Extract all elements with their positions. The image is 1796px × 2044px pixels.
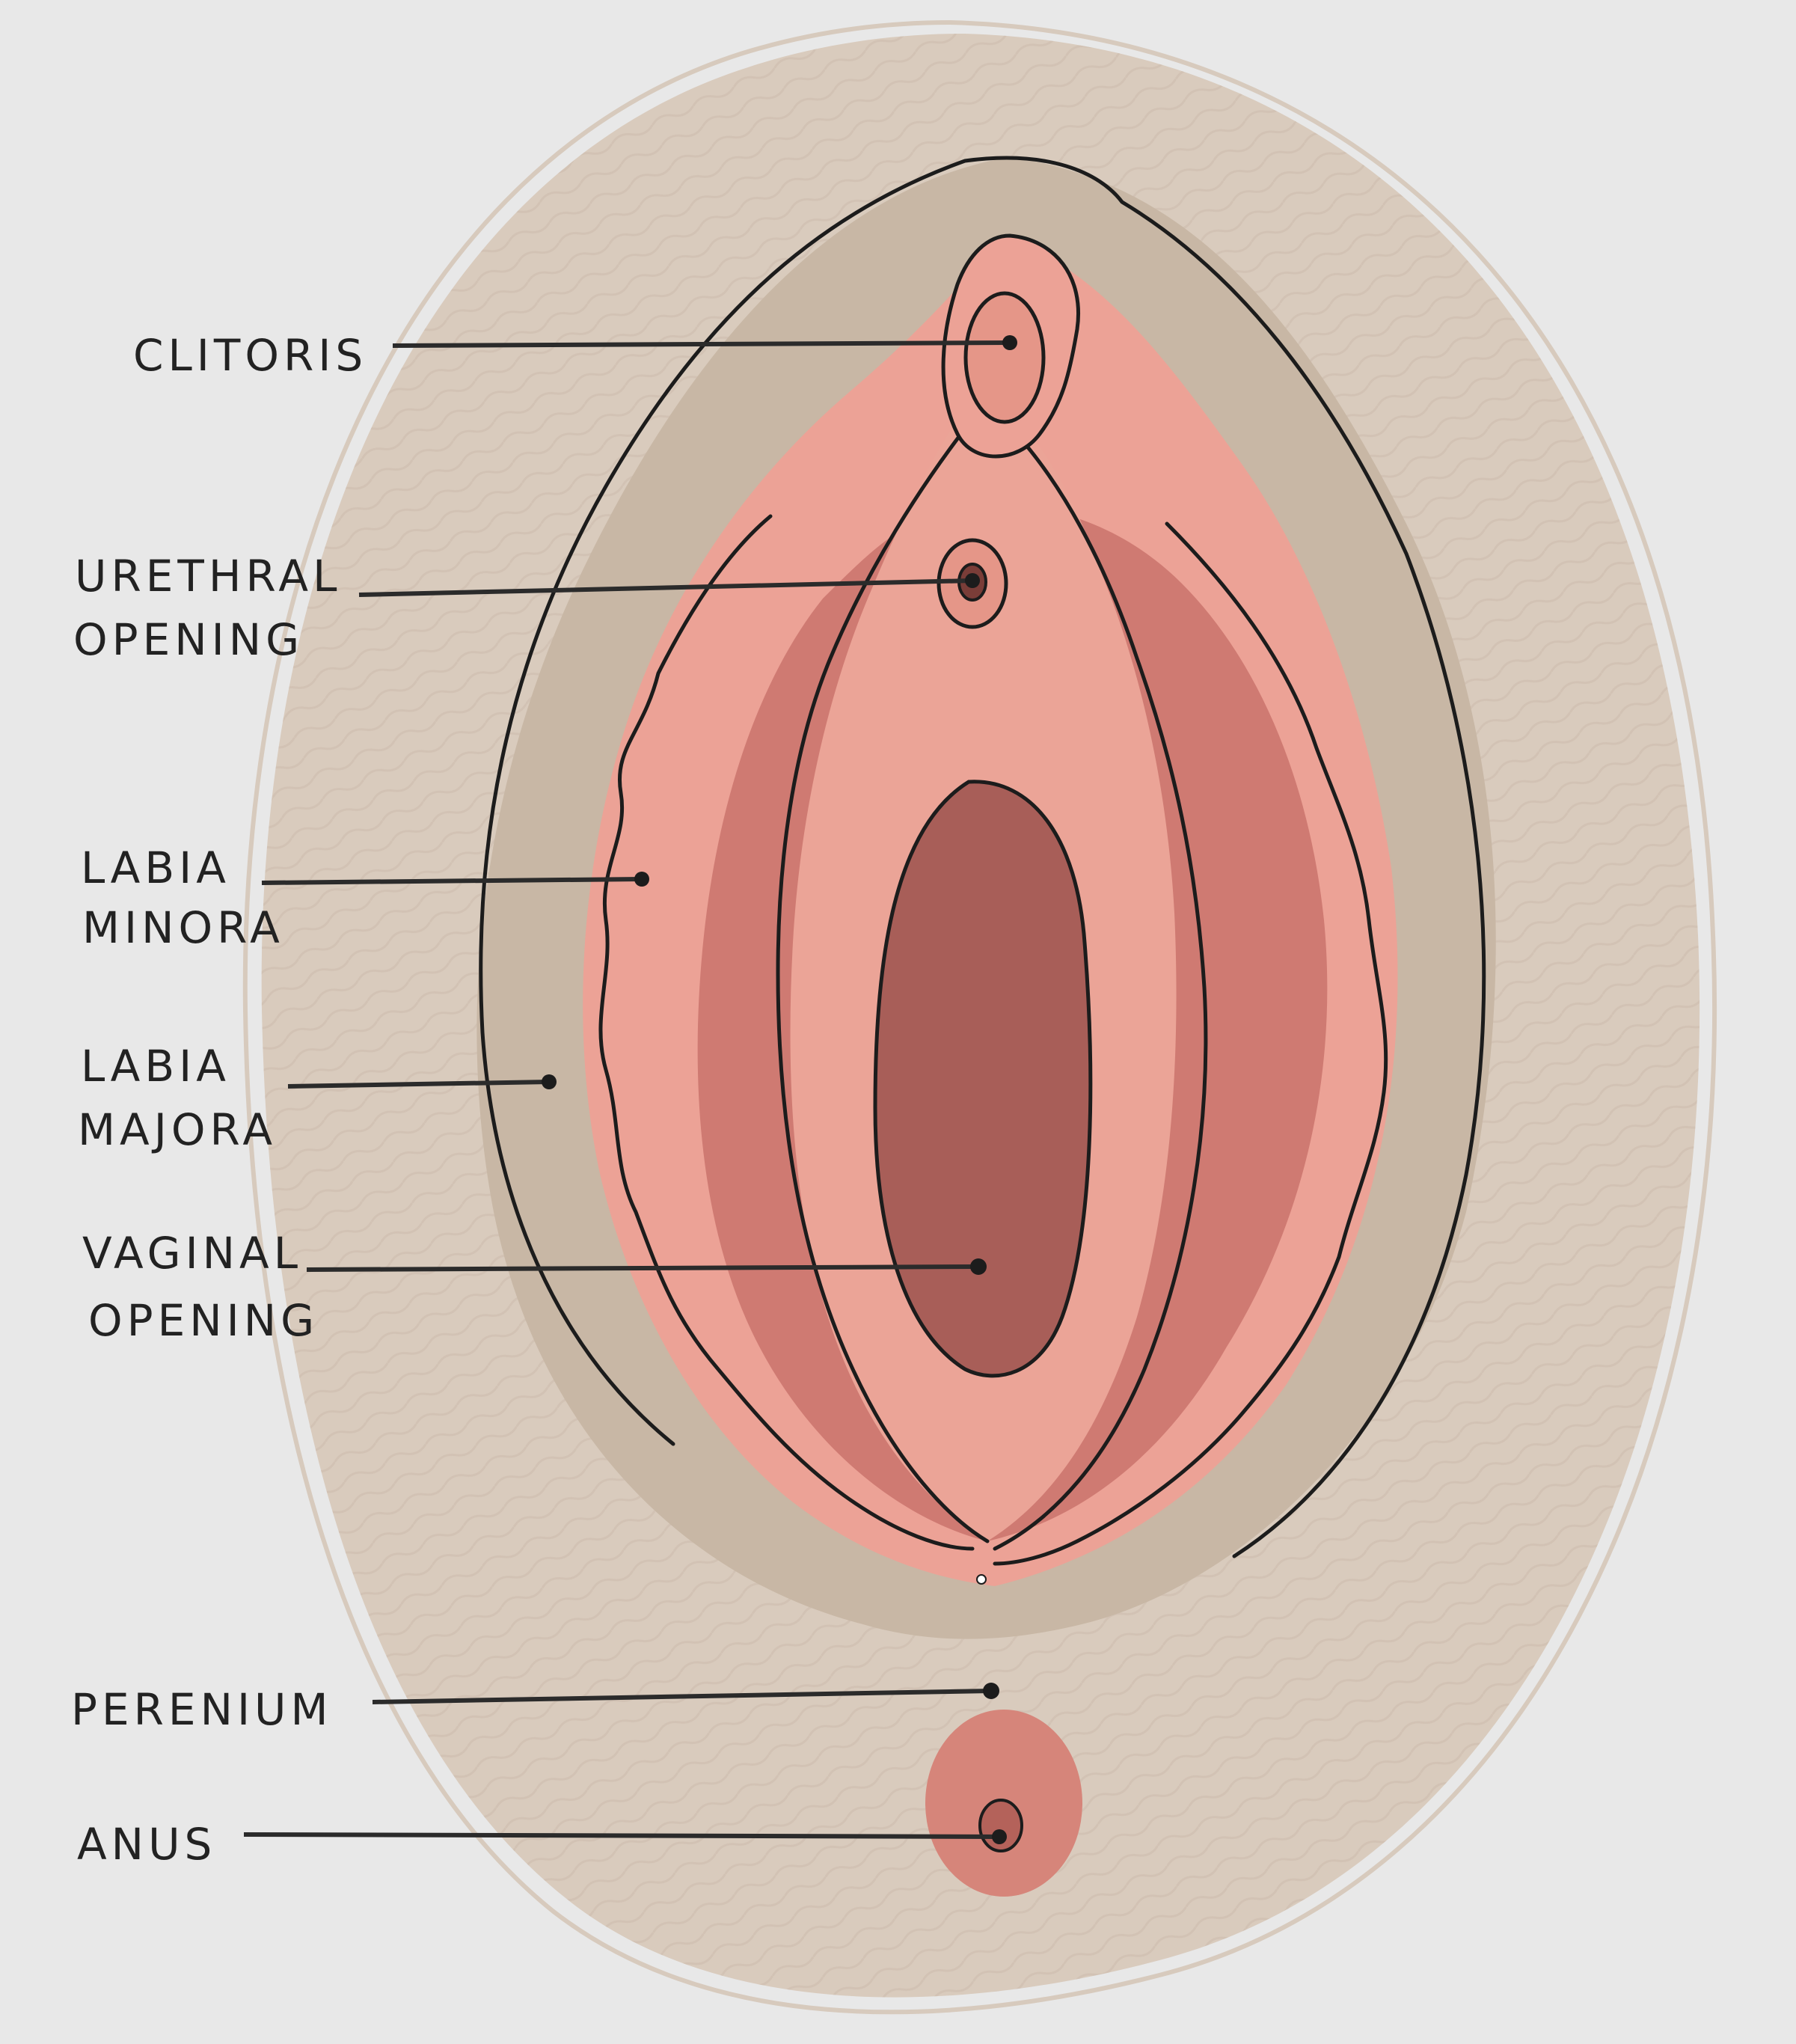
leader-line-anus bbox=[243, 1832, 1000, 1839]
anchor-dot-vaginal-opening bbox=[970, 1258, 987, 1275]
anchor-dot-labia-minora bbox=[634, 872, 649, 887]
labia-majora-outline bbox=[479, 156, 1486, 1558]
label-urethral-opening-line2: OPENING bbox=[73, 614, 304, 665]
anchor-dot-anus bbox=[992, 1829, 1007, 1844]
label-anus-group: ANUS bbox=[77, 1819, 1007, 1870]
leader-line-perineum bbox=[372, 1689, 992, 1704]
clitoris-shape bbox=[963, 291, 1046, 424]
label-clitoris: CLITORIS bbox=[133, 330, 367, 381]
label-labia-majora-group: LABIA MAJORA bbox=[78, 1041, 557, 1155]
anchor-dot-perineum bbox=[983, 1683, 999, 1699]
label-labia-majora-line2: MAJORA bbox=[78, 1104, 277, 1155]
labia-minora-wavy-outline-right bbox=[993, 521, 1388, 1566]
label-perineum: PERENIUM bbox=[71, 1684, 333, 1735]
anchor-dot-clitoris bbox=[1002, 335, 1017, 350]
leader-line-labia-majora bbox=[287, 1080, 550, 1089]
label-vaginal-opening-line2: OPENING bbox=[88, 1295, 319, 1346]
vestibule-outline-right bbox=[993, 417, 1208, 1551]
leader-line-urethral-opening bbox=[358, 578, 973, 597]
label-anus: ANUS bbox=[77, 1819, 216, 1870]
anchor-dot-urethral-opening bbox=[965, 573, 980, 588]
leader-line-labia-minora bbox=[261, 877, 643, 885]
vaginal-opening-shape bbox=[873, 780, 1093, 1378]
outer-skin-sketch-ring bbox=[242, 19, 1717, 2015]
label-labia-minora-group: LABIA MINORA bbox=[81, 842, 649, 953]
label-perineum-group: PERENIUM bbox=[71, 1683, 999, 1735]
label-clitoris-group: CLITORIS bbox=[133, 330, 1017, 381]
anchor-dot-labia-majora bbox=[542, 1074, 557, 1089]
label-vaginal-opening-group: VAGINAL OPENING bbox=[82, 1228, 987, 1346]
posterior-commissure-dot bbox=[976, 1574, 987, 1585]
label-labia-majora-line1: LABIA bbox=[81, 1041, 230, 1092]
leader-line-clitoris bbox=[392, 340, 1011, 348]
label-vaginal-opening-line1: VAGINAL bbox=[82, 1228, 302, 1279]
label-labia-minora-line1: LABIA bbox=[81, 842, 230, 893]
label-urethral-opening-group: URETHRAL OPENING bbox=[73, 551, 980, 665]
label-labia-minora-line2: MINORA bbox=[82, 902, 284, 953]
labia-minora-wavy-outline bbox=[598, 514, 975, 1551]
leader-line-vaginal-opening bbox=[306, 1264, 979, 1272]
label-urethral-opening-line1: URETHRAL bbox=[75, 551, 341, 602]
